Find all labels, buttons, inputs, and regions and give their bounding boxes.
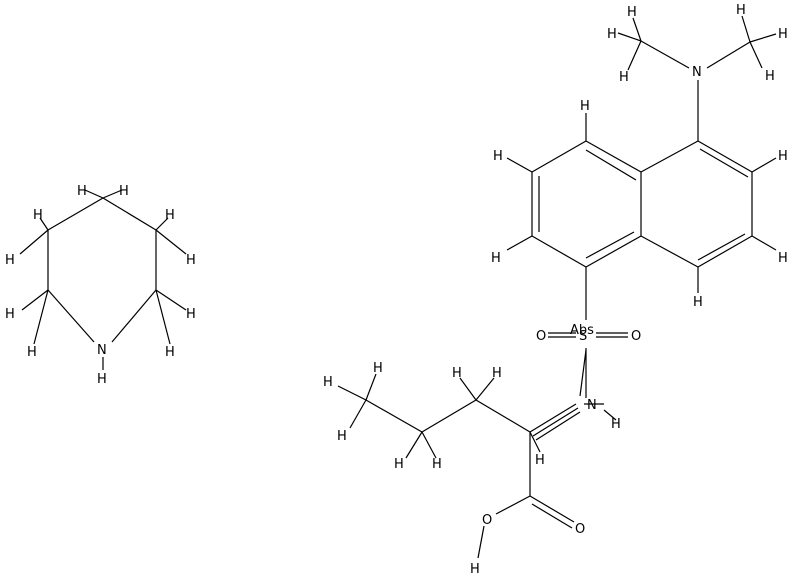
- dansyl-norvaline-molecule: N S Abs O O N H O O H H H H H H H H H H …: [323, 3, 788, 577]
- hydrogen-label: H: [580, 99, 590, 114]
- hydrogen-label: H: [165, 208, 175, 223]
- hydrogen-label: H: [778, 27, 788, 42]
- hydrogen-label: H: [186, 253, 196, 268]
- hydrogen-label: H: [619, 70, 629, 85]
- hydroxyl-oxygen-label: O: [482, 513, 492, 528]
- hydrogen-label: H: [119, 184, 129, 199]
- hydrogen-label: H: [493, 149, 503, 164]
- carbonyl-oxygen-label: O: [575, 522, 585, 537]
- hydrogen-label: H: [492, 366, 502, 381]
- hydrogen-label: H: [5, 253, 15, 268]
- hydrogen-label: H: [607, 27, 617, 42]
- hydrogen-label: H: [5, 307, 15, 322]
- piperidine-nh-hydrogen-label: H: [97, 372, 107, 387]
- hydrogen-label: H: [778, 149, 788, 164]
- hydroxyl-hydrogen-label: H: [470, 562, 480, 577]
- abs-stereo-label: Abs: [570, 323, 594, 338]
- hydrogen-label: H: [627, 5, 637, 20]
- hydrogen-label: H: [535, 453, 545, 468]
- hydrogen-label: H: [323, 375, 333, 390]
- piperidine-molecule: N H H H H H H H H H H H: [5, 184, 196, 387]
- sulfonyl-oxygen-right-label: O: [631, 329, 641, 344]
- piperidine-nitrogen-label: N: [97, 343, 107, 358]
- hydrogen-label: H: [452, 366, 462, 381]
- hydrogen-label: H: [693, 295, 703, 310]
- hydrogen-label: H: [432, 457, 442, 472]
- hydrogen-label: H: [491, 251, 501, 266]
- sulfur-label: S: [579, 329, 587, 344]
- hydrogen-label: H: [165, 345, 175, 360]
- dimethylamino-nitrogen-label: N: [692, 65, 702, 80]
- sulfonamide-nitrogen-label: N: [587, 398, 597, 413]
- hydrogen-label: H: [736, 3, 746, 18]
- hydrogen-label: H: [373, 361, 383, 376]
- sulfonamide-nh-hydrogen-label: H: [611, 417, 621, 432]
- hydrogen-label: H: [33, 208, 43, 223]
- hydrogen-label: H: [765, 69, 775, 84]
- hydrogen-label: H: [778, 251, 788, 266]
- sulfonyl-oxygen-left-label: O: [536, 329, 546, 344]
- hydrogen-label: H: [186, 307, 196, 322]
- hydrogen-label: H: [77, 184, 87, 199]
- hydrogen-label: H: [27, 345, 37, 360]
- hydrogen-label: H: [394, 457, 404, 472]
- hydrogen-label: H: [337, 429, 347, 444]
